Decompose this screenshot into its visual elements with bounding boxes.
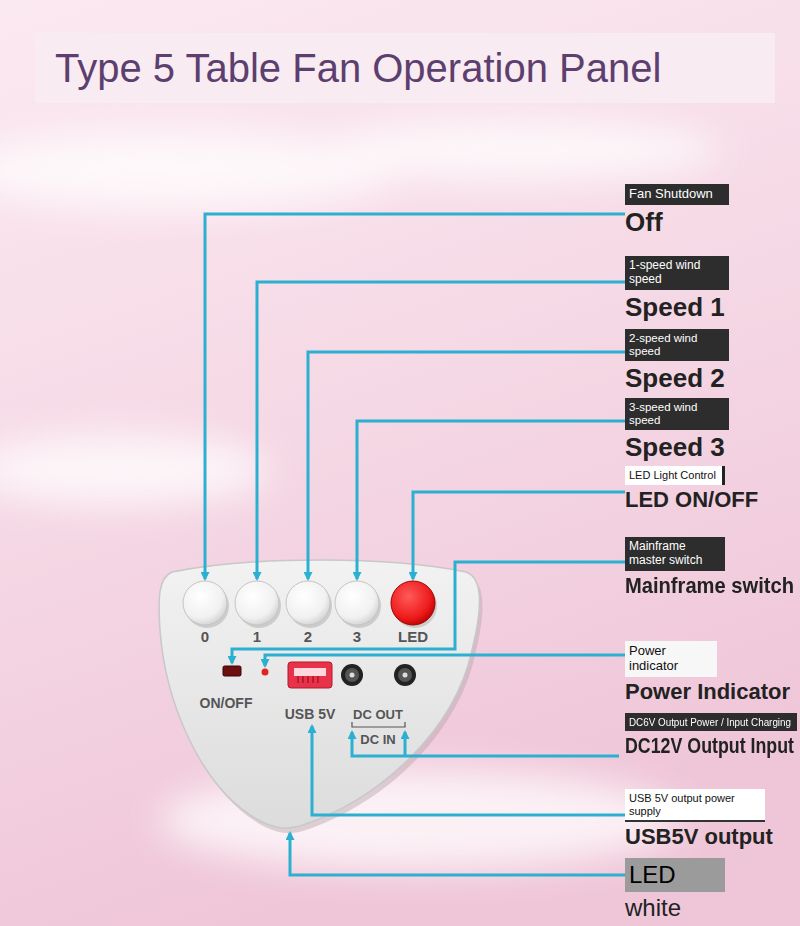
buttons bbox=[183, 581, 437, 628]
callout-tag: Power indicator bbox=[625, 641, 717, 677]
power-indicator-led bbox=[262, 669, 269, 676]
jack-ring bbox=[341, 664, 363, 686]
button bbox=[286, 581, 330, 625]
callout-heading: Off bbox=[625, 208, 729, 237]
callout-tag: Mainframe master switch bbox=[625, 537, 725, 571]
dc-bracket bbox=[352, 722, 405, 727]
callout-heading: Speed 2 bbox=[625, 364, 729, 393]
callout: 3-speed wind speedSpeed 3 bbox=[625, 398, 729, 462]
callout: Mainframe master switchMainframe switch bbox=[625, 537, 800, 598]
callout-heading: Speed 3 bbox=[625, 433, 729, 462]
jack-inner bbox=[398, 668, 412, 682]
leader-line bbox=[352, 732, 619, 756]
streak bbox=[320, 120, 720, 180]
callout-title: Off bbox=[625, 208, 663, 237]
leader-line bbox=[312, 726, 625, 815]
callout-heading: Mainframe switch bbox=[625, 574, 800, 598]
usb-contacts bbox=[298, 676, 318, 683]
callout: DC6V Output Power / Input ChargingDC12V … bbox=[625, 713, 800, 758]
jack-pin bbox=[403, 673, 408, 678]
callout: Power indicatorPower Indicator bbox=[625, 641, 790, 704]
title: Type 5 Table Fan Operation Panel bbox=[55, 45, 661, 91]
background-streaks bbox=[0, 120, 720, 870]
callout-note: Mainframe master switch bbox=[629, 540, 721, 568]
callout-tag: 3-speed wind speed bbox=[625, 398, 729, 430]
callout-note: USB 5V output power supply bbox=[629, 792, 761, 817]
callout-tag: Fan Shutdown bbox=[625, 184, 729, 205]
callout-title: Speed 3 bbox=[625, 433, 725, 462]
led-button bbox=[391, 581, 435, 625]
callout-tag: LED bbox=[625, 858, 725, 892]
jack-ring bbox=[394, 664, 416, 686]
usb-port bbox=[288, 662, 332, 688]
callout-note: Fan Shutdown bbox=[629, 187, 725, 202]
callout-note: LED Light Control bbox=[629, 469, 718, 482]
callout-heading: USB5V output bbox=[625, 825, 773, 849]
callout-heading: Power Indicator bbox=[625, 680, 790, 704]
button bbox=[235, 581, 279, 625]
callout-title: white bbox=[625, 895, 681, 921]
panel-label: LED bbox=[398, 629, 428, 644]
panel-label: DC OUT bbox=[353, 708, 403, 721]
leader-line bbox=[404, 732, 407, 756]
callout: Fan ShutdownOff bbox=[625, 184, 729, 237]
callout-title: LED ON/OFF bbox=[625, 488, 758, 512]
callout-tag: 1-speed wind speed bbox=[625, 256, 729, 290]
leader-lines bbox=[205, 214, 625, 875]
callout-note: DC6V Output Power / Input Charging bbox=[629, 716, 791, 728]
callout: LED white bbox=[625, 858, 725, 921]
streak bbox=[0, 435, 270, 505]
panel-label: 2 bbox=[304, 629, 312, 644]
leader-line bbox=[357, 421, 625, 579]
callout-title: Speed 2 bbox=[625, 364, 725, 393]
callout-note: 3-speed wind speed bbox=[629, 401, 725, 427]
panel-label: USB 5V bbox=[285, 707, 336, 721]
callout-tag: LED Light Control bbox=[625, 466, 725, 485]
jack-pin bbox=[350, 673, 355, 678]
callout-heading: white bbox=[625, 895, 725, 921]
callout-title: DC12V Output Input bbox=[625, 734, 794, 758]
callout: LED Light ControlLED ON/OFF bbox=[625, 466, 758, 512]
dc-jack bbox=[394, 664, 416, 686]
callout-title: Power Indicator bbox=[625, 680, 790, 704]
callout-title: Mainframe switch bbox=[625, 574, 794, 598]
panel-label: 3 bbox=[353, 629, 361, 644]
callout-note: LED bbox=[629, 861, 721, 889]
jack-inner bbox=[345, 668, 359, 682]
button bbox=[335, 581, 379, 625]
callout-heading: DC12V Output Input bbox=[625, 734, 800, 758]
panel-housing bbox=[159, 560, 480, 828]
callout-heading: Speed 1 bbox=[625, 293, 729, 322]
callout-heading: LED ON/OFF bbox=[625, 488, 758, 512]
callout-title: USB5V output bbox=[625, 825, 773, 849]
button bbox=[183, 581, 227, 625]
callout-note: Power indicator bbox=[629, 644, 713, 674]
leader-line bbox=[308, 352, 625, 579]
leader-line bbox=[290, 833, 625, 875]
panel-label: ON/OFF bbox=[200, 696, 253, 710]
callout: 2-speed wind speedSpeed 2 bbox=[625, 329, 729, 393]
callout: USB 5V output power supplyUSB5V output bbox=[625, 789, 773, 849]
usb-housing bbox=[288, 662, 332, 688]
leader-line bbox=[265, 655, 625, 666]
callout-tag: DC6V Output Power / Input Charging bbox=[625, 713, 797, 731]
callout-note: 2-speed wind speed bbox=[629, 332, 725, 358]
callout-title: Speed 1 bbox=[625, 293, 725, 322]
usb-slot bbox=[294, 668, 326, 676]
panel-label: 1 bbox=[253, 629, 261, 644]
callout-note: 1-speed wind speed bbox=[629, 259, 725, 287]
panel-label: DC IN bbox=[360, 733, 395, 746]
panel-label: 0 bbox=[201, 629, 209, 644]
title-band bbox=[35, 33, 775, 103]
leader-line bbox=[413, 492, 625, 579]
callout-tag: USB 5V output power supply bbox=[625, 789, 765, 822]
leader-line bbox=[257, 282, 625, 579]
callout: 1-speed wind speedSpeed 1 bbox=[625, 256, 729, 321]
leader-line bbox=[232, 562, 625, 663]
leader-line bbox=[205, 214, 625, 579]
power-switch bbox=[223, 666, 241, 676]
dc-jack bbox=[341, 664, 363, 686]
callout-tag: 2-speed wind speed bbox=[625, 329, 729, 361]
